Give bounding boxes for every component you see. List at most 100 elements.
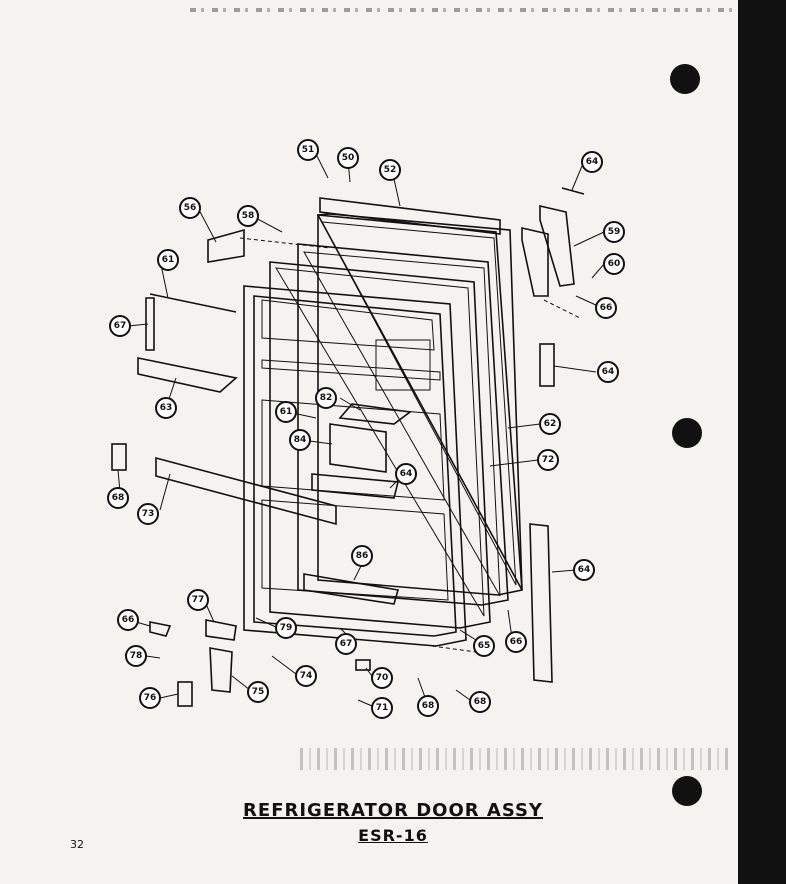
callout-label: 52 <box>384 165 397 175</box>
callout-76: 76 <box>139 687 161 709</box>
callout-75: 75 <box>247 681 269 703</box>
binder-hole <box>672 776 702 806</box>
shim <box>177 681 193 707</box>
callout-label: 58 <box>242 211 255 221</box>
scan-noise-bottom <box>300 748 730 770</box>
callout-label: 78 <box>130 651 143 661</box>
butter-door <box>329 423 387 473</box>
callout-61: 61 <box>157 249 179 271</box>
door-liner <box>269 261 491 629</box>
stop-block <box>355 659 371 671</box>
callout-label: 64 <box>578 565 591 575</box>
callout-label: 86 <box>356 551 369 561</box>
callout-78: 78 <box>125 645 147 667</box>
callout-72: 72 <box>537 449 559 471</box>
callout-59: 59 <box>603 221 625 243</box>
callout-64: 64 <box>573 559 595 581</box>
callout-61: 61 <box>275 401 297 423</box>
top-rail <box>149 293 237 313</box>
callout-74: 74 <box>295 665 317 687</box>
diagram-title: REFRIGERATOR DOOR ASSY <box>243 800 543 821</box>
callout-65: 65 <box>473 635 495 657</box>
bin-front-upper <box>311 473 400 499</box>
callout-label: 64 <box>602 367 615 377</box>
callout-label: 50 <box>342 153 355 163</box>
callout-label: 68 <box>474 697 487 707</box>
callout-label: 70 <box>376 673 389 683</box>
callout-label: 77 <box>192 595 205 605</box>
bottom-hinge <box>209 647 233 693</box>
callout-label: 67 <box>340 639 353 649</box>
shelf-front <box>137 357 238 393</box>
callout-64: 64 <box>395 463 417 485</box>
latch <box>111 443 127 471</box>
hinge-pin <box>561 187 585 195</box>
binder-hole <box>670 64 700 94</box>
door-stop <box>539 343 555 387</box>
callout-label: 72 <box>542 455 555 465</box>
hinge-bracket <box>521 226 549 297</box>
callout-56: 56 <box>179 197 201 219</box>
side-rail <box>145 297 155 351</box>
gasket-strip <box>529 523 553 683</box>
vent-bracket <box>207 228 245 263</box>
callout-label: 82 <box>320 393 333 403</box>
callout-label: 56 <box>184 203 197 213</box>
callout-label: 76 <box>144 693 157 703</box>
binder-hole <box>672 418 702 448</box>
scan-noise-top <box>190 8 750 12</box>
scan-edge <box>738 0 786 884</box>
callout-label: 67 <box>114 321 127 331</box>
callout-label: 62 <box>544 419 557 429</box>
door-gasket <box>297 243 509 606</box>
inner-door-panel <box>243 285 467 647</box>
callout-68: 68 <box>469 691 491 713</box>
callout-68: 68 <box>417 695 439 717</box>
callout-label: 60 <box>608 259 621 269</box>
callout-label: 64 <box>586 157 599 167</box>
callout-71: 71 <box>371 697 393 719</box>
top-trim <box>319 197 501 235</box>
callout-77: 77 <box>187 589 209 611</box>
callout-60: 60 <box>603 253 625 275</box>
bin-front-lower <box>303 573 400 605</box>
callouts: 51 50 52 56 58 64 59 60 66 61 67 63 64 62 61 82 84 64 72 68… <box>107 139 625 719</box>
callout-84: 84 <box>289 429 311 451</box>
callout-label: 65 <box>478 641 491 651</box>
callout-label: 51 <box>302 145 315 155</box>
callout-66: 66 <box>505 631 527 653</box>
callout-label: 61 <box>162 255 175 265</box>
callout-label: 74 <box>300 671 313 681</box>
callout-label: 63 <box>160 403 173 413</box>
callout-label: 75 <box>252 687 265 697</box>
handle-strip <box>155 456 337 526</box>
cam <box>149 621 172 637</box>
butter-lid <box>338 403 413 425</box>
callout-73: 73 <box>137 503 159 525</box>
callout-50: 50 <box>337 147 359 169</box>
callout-label: 79 <box>280 623 293 633</box>
callout-66: 66 <box>595 297 617 319</box>
callout-67: 67 <box>109 315 131 337</box>
callout-64: 64 <box>581 151 603 173</box>
callout-label: 66 <box>122 615 135 625</box>
callout-label: 61 <box>280 407 293 417</box>
callout-label: 59 <box>608 227 621 237</box>
callout-label: 68 <box>422 701 435 711</box>
callout-63: 63 <box>155 397 177 419</box>
page-number: 32 <box>70 838 84 851</box>
callout-64: 64 <box>597 361 619 383</box>
callout-label: 66 <box>600 303 613 313</box>
hinge-plate <box>205 619 237 641</box>
callout-82: 82 <box>315 387 337 409</box>
door-panel-outer <box>316 213 523 596</box>
callout-58: 58 <box>237 205 259 227</box>
callout-86: 86 <box>351 545 373 567</box>
callout-label: 71 <box>376 703 389 713</box>
callout-62: 62 <box>539 413 561 435</box>
callout-67: 67 <box>335 633 357 655</box>
model-number: ESR-16 <box>358 826 428 845</box>
callout-79: 79 <box>275 617 297 639</box>
